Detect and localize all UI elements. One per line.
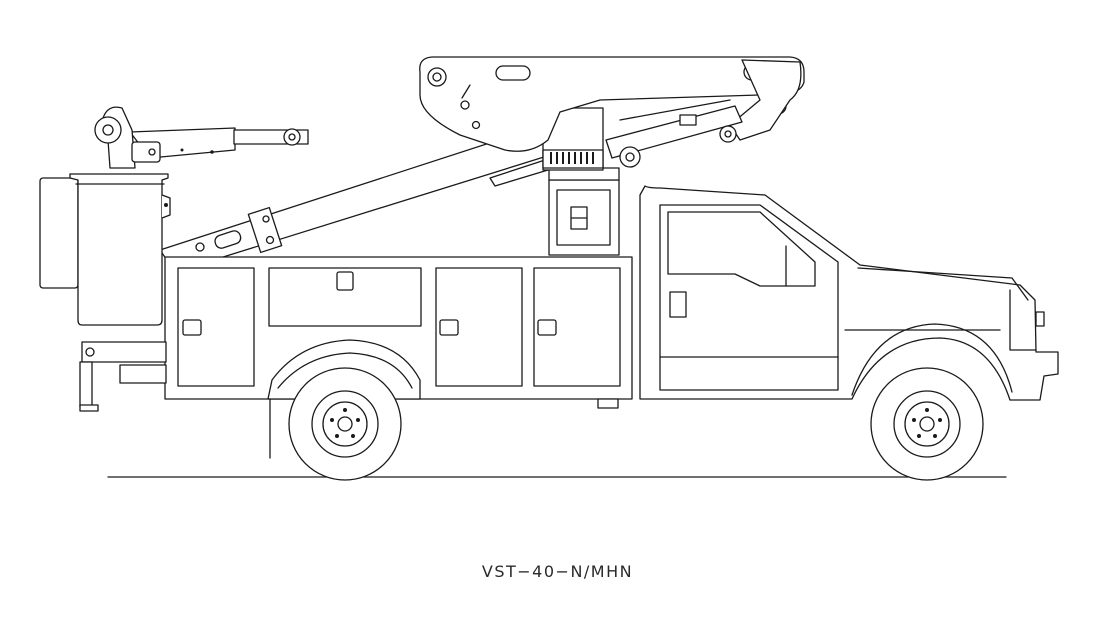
upper-boom — [419, 56, 805, 168]
front-wheel — [870, 367, 984, 481]
truck-cab — [639, 185, 1059, 401]
model-caption: VST−40−N/MHN — [481, 562, 634, 581]
lower-boom — [159, 124, 561, 273]
turret-pedestal — [542, 107, 620, 256]
bucket-assembly — [39, 106, 309, 326]
rear-wheel — [288, 367, 402, 481]
utility-body — [79, 256, 633, 459]
